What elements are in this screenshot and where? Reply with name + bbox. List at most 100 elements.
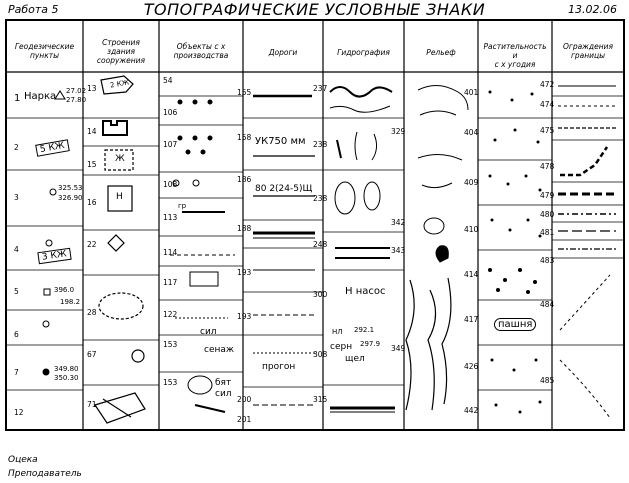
row-number: 481 [540,228,555,237]
point-value: 198.2 [60,298,81,306]
row-number: 480 [540,210,555,219]
teacher-label: Преподаватель [8,469,82,479]
hill-icon [435,245,449,263]
row-number: 193 [237,312,252,321]
col3-symbols [170,99,235,413]
row-number: 475 [540,126,555,135]
row-number: 201 [237,415,252,424]
col2-row-lines [83,117,159,386]
stream-icon [371,133,378,161]
road-label: 80 2(24-5)Щ [255,184,313,194]
point-value: 350.30 [54,374,79,382]
row-number: 349 [391,344,406,353]
row-number: 28 [87,308,97,317]
row-number: 13 [87,84,97,93]
row-number: 108 [163,180,178,189]
col3-row-lines [159,95,243,373]
row-number: 478 [540,162,555,171]
row-number: 483 [540,256,555,265]
row-number: 5 [14,287,19,296]
col-header-hydro: Гидрография [337,48,390,57]
row-number: 474 [540,100,555,109]
stream-icon [336,139,342,159]
point-value: 326.90 [58,194,83,202]
building-outline-icon [102,120,128,136]
row-number: 4 [14,245,19,254]
page-title: ТОПОГРАФИЧЕСКИЕ УСЛОВНЫЕ ЗНАКИ [143,0,486,19]
col7-vegetation [488,90,542,414]
work-number: Работа 5 [8,3,59,16]
point-icon [49,188,57,196]
row-number: 342 [391,218,406,227]
chapel-icon [131,349,145,363]
row-number: 14 [87,127,97,136]
col2-symbols [94,75,146,424]
point-name: Нарка [24,91,57,102]
row-number: 193 [237,268,252,277]
lake-icon [363,181,381,211]
building-label: Н [116,192,123,202]
row-number: 186 [237,175,252,184]
col8-row-lines [552,95,624,346]
row-number: 54 [163,76,173,85]
row-number: 2 [14,143,19,152]
grade-label: Оцека [8,455,38,465]
col4-symbols [253,94,315,406]
row-number: 442 [464,406,479,415]
triangle-point-icon [54,90,66,100]
row-number: 484 [540,300,555,309]
gully-icon [405,279,415,411]
row-number: 6 [14,330,19,339]
row-number: 238 [313,140,328,149]
col-header-roads: Дороги [268,48,298,57]
point-icon [42,320,50,328]
point-icon [42,368,50,376]
date: 13.02.06 [568,3,617,16]
row-number: 485 [540,376,555,385]
row-number: 153 [163,340,178,349]
row-number: 237 [313,84,328,93]
row-number: 117 [163,278,178,287]
storage-label: гр [178,202,187,210]
row-number: 16 [87,198,97,207]
row-number: 188 [237,224,252,233]
point-value: 27.80 [66,96,87,104]
enclosure-icon [98,292,144,320]
hydro-label: НЛ [332,328,343,336]
hydro-label: Н насос [345,286,386,297]
point-value: 325.53 [58,184,83,192]
col8-borders [558,85,616,419]
bench-mark-icon [43,288,51,296]
row-number: 114 [163,248,178,257]
row-number: 12 [14,408,24,417]
row-number: 67 [87,350,97,359]
row-number: 414 [464,270,479,279]
lake-icon [334,181,356,215]
row-number: 329 [391,127,406,136]
row-number: 404 [464,128,479,137]
road-label: прогон [262,362,296,372]
row-number: 248 [313,240,328,249]
row-number: 401 [464,88,479,97]
point-value: 27.02 [66,87,87,95]
row-number: 417 [464,315,479,324]
row-number: 155 [237,88,252,97]
row-number: 472 [540,80,555,89]
building-icon [100,75,134,95]
point-value: 396.0 [54,286,75,294]
storage-label: сил [215,389,232,399]
row-number: 107 [163,140,178,149]
col4-row-lines [243,117,323,388]
col6-relief [405,85,469,411]
hydro-label: 297.9 [360,340,381,348]
row-number: 308 [313,350,328,359]
ruins-icon [102,398,132,418]
col-header-relief: Рельеф [426,48,456,57]
storage-label: бят [215,378,232,388]
row-number: 1 [14,93,21,104]
row-number: 15 [87,160,97,169]
